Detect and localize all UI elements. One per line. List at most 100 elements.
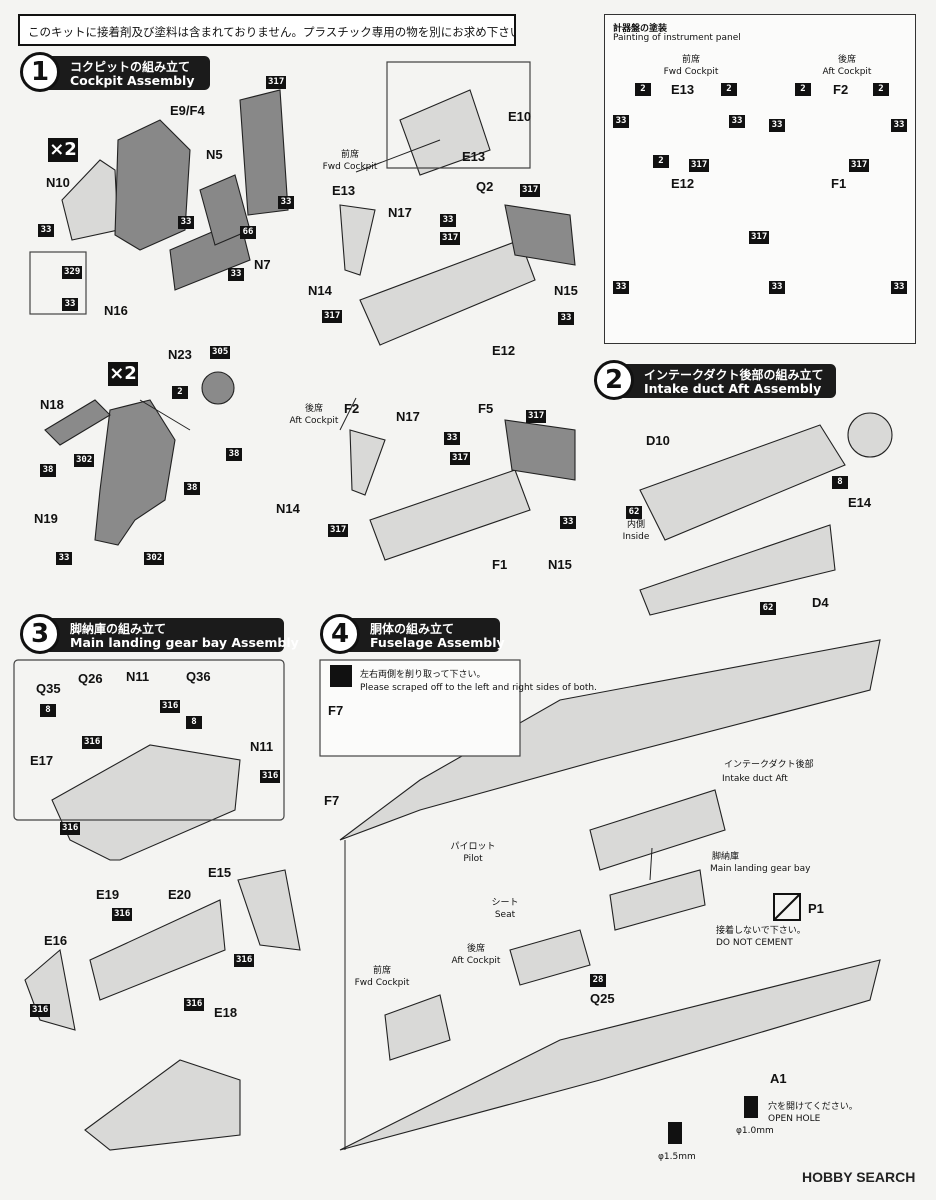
caption-diameter-15mm: φ1.5mm: [658, 1152, 696, 1162]
caption-aft-en: Aft Cockpit: [289, 416, 339, 426]
part-label: E13: [332, 183, 356, 198]
paint-tag: 2: [873, 83, 889, 96]
part-label: N23: [168, 347, 192, 362]
part-label: E14: [848, 495, 872, 510]
step-2-number: 2: [594, 360, 634, 400]
paint-tag: 316: [60, 822, 81, 835]
paint-tag: 316: [30, 1004, 51, 1017]
panel-label-f2: F2: [833, 82, 849, 97]
step-2-title-en: Intake duct Aft Assembly: [644, 381, 822, 396]
times-two-badge: ×2: [48, 138, 78, 162]
part-label: N19: [34, 511, 58, 526]
step-3-title-en: Main landing gear bay Assembly: [70, 635, 299, 650]
paint-tag: 2: [721, 83, 737, 96]
stick-f2: [349, 429, 386, 496]
step-3-number: 3: [20, 614, 60, 654]
pilot-figure: [94, 399, 176, 546]
paint-tag: 305: [210, 346, 231, 359]
pilot-arm-n18: [44, 399, 111, 446]
seat-part-main: [114, 119, 191, 251]
part-label: N14: [308, 283, 332, 298]
caption-hole-jp: 穴を開けてください。: [768, 1102, 858, 1112]
part-label: E18: [214, 1005, 238, 1020]
bay-e16: [24, 948, 76, 1031]
part-label: N7: [254, 257, 271, 272]
caption-hole-en: OPEN HOLE: [768, 1114, 821, 1124]
paint-tag: 302: [74, 454, 95, 467]
caption-inside-jp: 内側: [626, 520, 645, 530]
paint-tag: 317: [266, 76, 287, 89]
part-label: E13: [462, 149, 486, 164]
paint-tag: 33: [62, 298, 78, 311]
part-label: A1: [770, 1071, 787, 1086]
caption-aft-jp: 後席: [304, 404, 323, 414]
paint-tag: 38: [184, 482, 200, 495]
paint-tag: 317: [520, 184, 541, 197]
paint-tag: 316: [112, 908, 133, 921]
intake-aft: [589, 789, 726, 871]
caption-intake-jp: インテークダクト後部: [724, 760, 814, 770]
paint-tag: 33: [278, 196, 294, 209]
part-label: Q26: [78, 671, 103, 686]
panel-q2: [504, 204, 576, 266]
paint-tag: 38: [40, 464, 56, 477]
caption-fwd-en: Fwd Cockpit: [322, 162, 378, 172]
part-label: E20: [168, 887, 192, 902]
part-label: Q35: [36, 681, 61, 696]
caption-diameter-1mm: φ1.0mm: [736, 1126, 774, 1136]
step-1-number: 1: [20, 52, 60, 92]
paint-tag: 316: [260, 770, 281, 783]
caption-fwdc-en: Fwd Cockpit: [354, 978, 410, 988]
seat-part-n10: [61, 159, 119, 241]
paint-tag: 66: [240, 226, 256, 239]
fuselage-f7: [339, 639, 881, 841]
caption-fwd-jp: 前席: [340, 150, 359, 160]
paint-tag: 316: [82, 736, 103, 749]
paint-tag: 33: [613, 281, 629, 294]
caption-dnc-en: DO NOT CEMENT: [716, 938, 793, 948]
paint-tag: 33: [228, 268, 244, 281]
paint-tag: 33: [769, 119, 785, 132]
times-two-badge: ×2: [108, 362, 138, 386]
panel-title-en: Painting of instrument panel: [613, 33, 741, 43]
paint-tag: 8: [40, 704, 56, 717]
stick-e13: [339, 204, 376, 276]
paint-tag: 317: [440, 232, 461, 245]
part-label: P1: [808, 901, 824, 916]
step-4-header: 4 胴体の組み立て Fuselage Assembly: [320, 614, 505, 654]
paint-tag: 33: [729, 115, 745, 128]
paint-tag: 33: [558, 312, 574, 325]
part-label: E12: [492, 343, 516, 358]
panel-label-e13: E13: [671, 82, 695, 97]
notice-banner: このキットに接着剤及び塗料は含まれておりません。プラスチック専用の物を別にお求め…: [18, 14, 516, 46]
part-label: N10: [46, 175, 70, 190]
part-label: Q36: [186, 669, 211, 684]
part-label: F1: [492, 557, 508, 572]
part-label: E10: [508, 109, 532, 124]
caption-pilot-en: Pilot: [463, 854, 483, 864]
paint-tag: 2: [653, 155, 669, 168]
part-label: N15: [554, 283, 578, 298]
part-label: N17: [396, 409, 420, 424]
step-2-title-jp: インテークダクト後部の組み立て: [644, 368, 824, 382]
paint-tag: 2: [795, 83, 811, 96]
paint-tag: 317: [849, 159, 870, 172]
paint-tag: 317: [450, 452, 471, 465]
fwd-cockpit-assy: [384, 994, 451, 1061]
caption-gearbay-jp: 脚納庫: [712, 852, 740, 862]
step-4-title-en: Fuselage Assembly: [370, 635, 505, 650]
paint-tag: 33: [178, 216, 194, 229]
caption-pilot-jp: パイロット: [450, 842, 496, 852]
caption-seat-jp: シート: [491, 898, 519, 908]
caption-gearbay-en: Main landing gear bay: [710, 864, 811, 874]
gear-bay: [609, 869, 706, 931]
paint-tag: 8: [186, 716, 202, 729]
part-label: Q25: [590, 991, 615, 1006]
part-label: E15: [208, 865, 232, 880]
panel-label-e12: E12: [671, 176, 695, 191]
bay-e17: [51, 744, 241, 861]
part-label: Q2: [476, 179, 494, 194]
part-label: N15: [548, 557, 572, 572]
caption-dnc-jp: 接着しないで下さい。: [716, 926, 806, 936]
caption-aftc-en: Aft Cockpit: [451, 956, 501, 966]
